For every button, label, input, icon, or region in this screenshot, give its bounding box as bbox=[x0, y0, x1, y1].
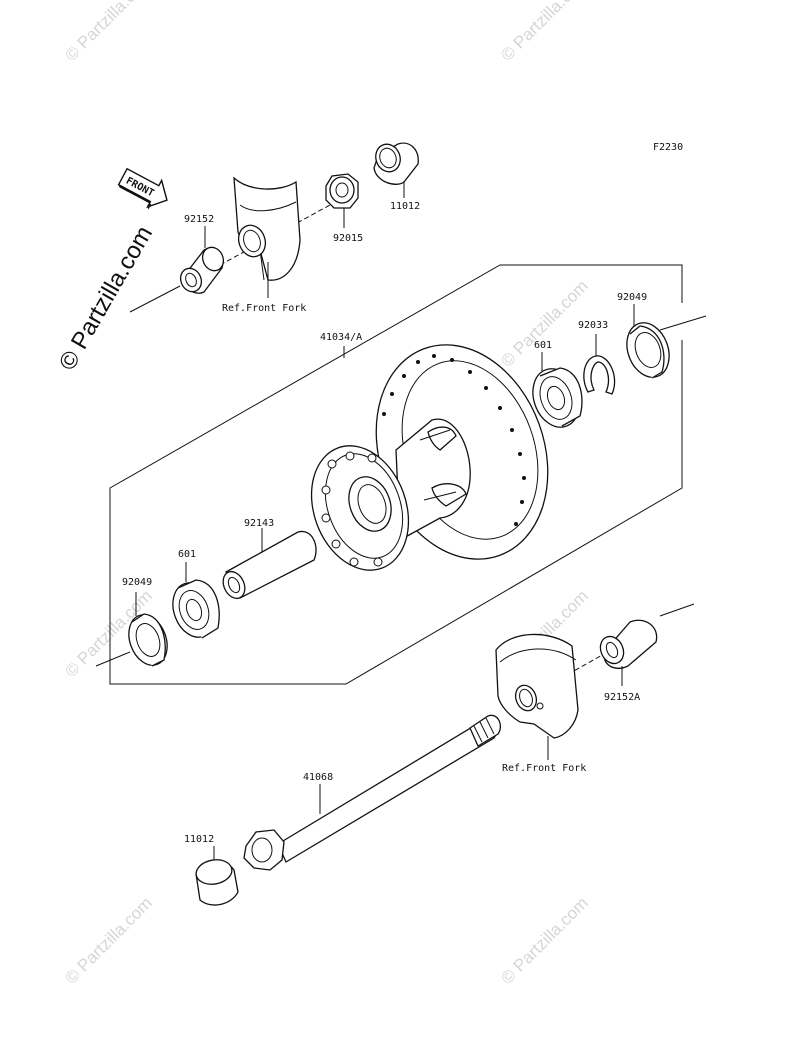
collar-92152a bbox=[599, 619, 658, 686]
label-11012-top: 11012 bbox=[390, 201, 420, 212]
seal-92049-left bbox=[128, 592, 168, 667]
label-92152a: 92152A bbox=[604, 692, 640, 703]
label-92049-right: 92049 bbox=[617, 292, 647, 303]
label-92143: 92143 bbox=[244, 518, 274, 529]
watermark: © Partzilla.com bbox=[497, 0, 591, 65]
axle-bolt-head bbox=[243, 829, 285, 871]
group-bracket-41034a bbox=[109, 264, 683, 685]
cap-11012-bottom bbox=[195, 846, 239, 906]
collar-92152 bbox=[179, 226, 225, 294]
axis-bottom-right bbox=[659, 603, 695, 617]
diagram-code: F2230 bbox=[653, 142, 683, 153]
label-92015: 92015 bbox=[333, 233, 363, 244]
nut-92015 bbox=[325, 173, 359, 228]
axis-left bbox=[95, 651, 131, 667]
circlip-92033 bbox=[583, 334, 616, 395]
bearing-601-right bbox=[532, 352, 583, 428]
flange-holes bbox=[382, 354, 526, 526]
label-ref-front-fork-top: Ref.Front Fork bbox=[222, 303, 306, 314]
axle-centerline-top bbox=[129, 285, 181, 313]
watermark: © Partzilla.com bbox=[497, 893, 591, 987]
front-arrow-icon: FRONT bbox=[117, 167, 168, 210]
seal-92049-right bbox=[626, 304, 670, 379]
label-41068: 41068 bbox=[303, 772, 333, 783]
watermark: © Partzilla.com bbox=[61, 0, 155, 65]
label-11012-bottom: 11012 bbox=[184, 834, 214, 845]
watermark-bold: © Partzilla.com bbox=[54, 221, 158, 375]
label-41034a: 41034/A bbox=[320, 332, 362, 343]
bearing-601-left bbox=[172, 562, 220, 639]
label-601-left: 601 bbox=[178, 549, 196, 560]
axle-centerline-top-dash bbox=[219, 204, 331, 266]
small-flange-holes bbox=[321, 451, 383, 567]
label-92049-left: 92049 bbox=[122, 577, 152, 588]
axle-41068 bbox=[243, 714, 502, 871]
front-fork-top bbox=[233, 176, 301, 298]
label-ref-front-fork-bottom: Ref.Front Fork bbox=[502, 763, 586, 774]
spacer-92143 bbox=[222, 528, 317, 600]
wheel-hub bbox=[310, 344, 549, 571]
front-fork-bottom bbox=[495, 633, 579, 760]
cap-11012-top bbox=[373, 142, 419, 198]
label-92152: 92152 bbox=[184, 214, 214, 225]
label-601-right: 601 bbox=[534, 340, 552, 351]
watermark: © Partzilla.com bbox=[61, 893, 155, 987]
axis-right bbox=[659, 315, 707, 331]
label-92033: 92033 bbox=[578, 320, 608, 331]
